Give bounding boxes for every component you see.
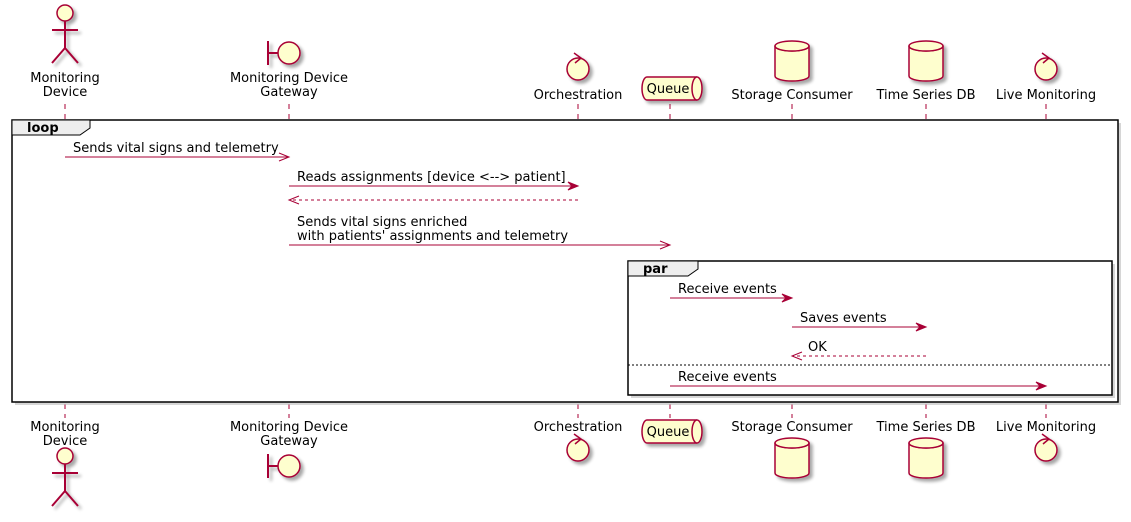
device-actor-icon-top (51, 4, 79, 64)
device-actor-icon-bottom (51, 447, 79, 507)
orch-control-icon-top (566, 52, 590, 81)
participant-label-device-top: Device (43, 85, 87, 100)
participant-label-storage-bottom: Storage Consumer (731, 420, 853, 435)
queue-participant-bottom (641, 419, 703, 444)
message-label-7: OK (808, 340, 827, 355)
par-frame: par (627, 260, 1115, 398)
live-control-icon-top (1034, 52, 1058, 81)
participant-label-live-bottom: Live Monitoring (996, 420, 1096, 435)
message-label-2: Reads assignments [device <--> patient] (297, 170, 566, 185)
message-7: OK (790, 340, 926, 361)
live-control-icon-bottom (1034, 433, 1058, 462)
par-frame-title: par (643, 262, 668, 277)
orch-control-icon-bottom (566, 433, 590, 462)
message-3 (287, 195, 578, 205)
message-label-5: Receive events (678, 282, 777, 297)
message-1: Sends vital signs and telemetry (65, 141, 291, 162)
participant-label-orch-top: Orchestration (534, 88, 623, 103)
gateway-boundary-icon-top (267, 41, 301, 65)
participant-label-gateway-top: Gateway (260, 85, 318, 100)
participant-label-storage-top: Storage Consumer (731, 88, 853, 103)
queue-participant-top (641, 76, 703, 101)
participant-label-tsdb-bottom: Time Series DB (876, 420, 976, 435)
tsdb-database-icon-top (908, 40, 944, 82)
tsdb-database-icon-bottom (908, 437, 944, 479)
loop-frame-title: loop (27, 121, 59, 136)
message-label-6: Saves events (800, 311, 887, 326)
message-5: Receive events (670, 282, 794, 303)
storage-database-icon-top (774, 40, 810, 82)
participant-label-gateway-bottom: Monitoring Device (230, 420, 348, 435)
message-6: Saves events (792, 311, 928, 332)
participant-label-tsdb-top: Time Series DB (876, 88, 976, 103)
message-2: Reads assignments [device <--> patient] (289, 170, 580, 191)
message-label-1: Sends vital signs and telemetry (73, 141, 279, 156)
gateway-boundary-icon-bottom (267, 454, 301, 478)
participant-label-queue-top: Queue (647, 82, 690, 97)
message-8: Receive events (670, 370, 1048, 391)
participant-label-orch-bottom: Orchestration (534, 420, 623, 435)
participant-label-device-bottom: Device (43, 434, 87, 449)
participant-label-gateway-top: Monitoring Device (230, 71, 348, 86)
participant-label-device-top: Monitoring (30, 71, 100, 86)
participant-label-gateway-bottom: Gateway (260, 434, 318, 449)
participant-label-queue-bottom: Queue (647, 425, 690, 440)
participant-label-live-top: Live Monitoring (996, 88, 1096, 103)
participant-label-device-bottom: Monitoring (30, 420, 100, 435)
message-label-4: Sends vital signs enriched (297, 215, 467, 230)
storage-database-icon-bottom (774, 437, 810, 479)
message-label-4: with patients' assignments and telemetry (297, 229, 568, 244)
message-label-8: Receive events (678, 370, 777, 385)
